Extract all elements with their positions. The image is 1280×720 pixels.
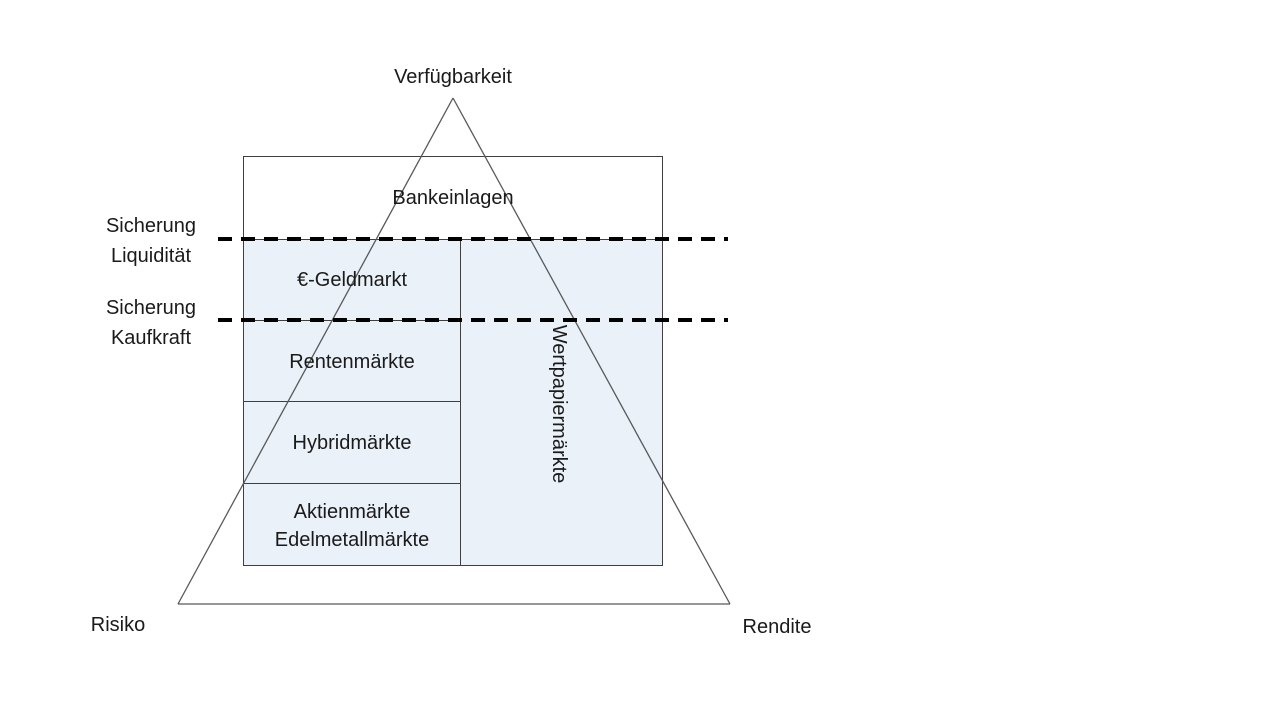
rendite-label: Rendite — [742, 616, 812, 638]
geldmarkt-label: €-Geldmarkt — [296, 269, 408, 291]
wertpapiermaerkte-text: Wertpapiermärkte — [548, 324, 570, 484]
risiko-label: Risiko — [90, 614, 146, 636]
sicherung-kaufkraft-line2: Kaufkraft — [110, 327, 192, 349]
sicherung-kaufkraft-label: Sicherung Kaufkraft — [85, 293, 217, 353]
sicherung-liquiditaet-line2: Liquidität — [110, 245, 192, 267]
rentenmaerkte-label: Rentenmärkte — [289, 351, 415, 373]
bankeinlagen-label: Bankeinlagen — [392, 187, 514, 209]
sicherung-kaufkraft-line1: Sicherung — [105, 297, 197, 319]
sicherung-liquiditaet-line1: Sicherung — [105, 215, 197, 237]
hybridmaerkte-label: Hybridmärkte — [292, 432, 412, 454]
availability-label: Verfügbarkeit — [394, 66, 512, 88]
sicherung-liquiditaet-label: Sicherung Liquidität — [85, 211, 217, 271]
edelmetallmaerkte-line2: Edelmetallmärkte — [274, 529, 430, 551]
aktienmaerkte-label: Aktienmärkte Edelmetallmärkte — [243, 498, 461, 554]
aktienmaerkte-line1: Aktienmärkte — [293, 501, 411, 523]
